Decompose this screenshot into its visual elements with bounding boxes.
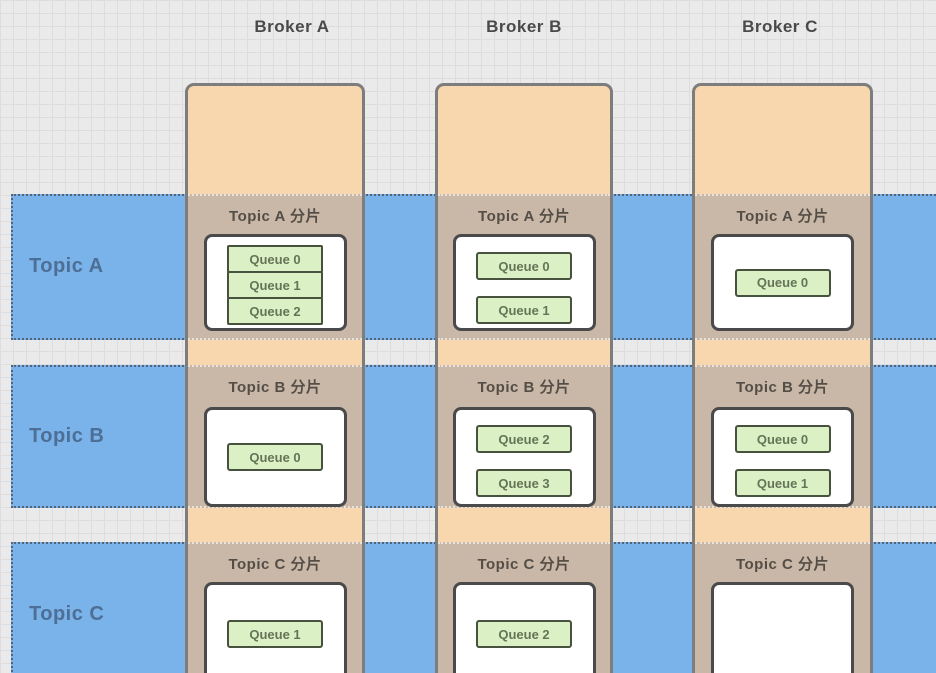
topic-a-label: Topic A [29,255,104,277]
queue-container: Queue 0 [203,407,347,507]
shard-label: Topic B 分片 [228,379,322,396]
queue-container: Queue 2 [452,582,596,673]
queue-box: Queue 1 [227,620,323,648]
queue-container: Queue 0 Queue 1 Queue 2 [203,234,347,331]
broker-b-header: Broker B [486,17,562,36]
queue-box: Queue 0 [734,268,831,297]
shard-label: Topic C 分片 [735,556,830,573]
broker-c-header: Broker C [742,17,818,36]
queue-container: Queue 0 [711,234,854,331]
shard-label: Topic A 分片 [229,208,321,225]
shard-cell-broker-c-topic-a: Topic A 分片 Queue 0 [695,194,870,340]
queue-box: Queue 0 [734,425,831,453]
shard-cell-broker-a-topic-a: Topic A 分片 Queue 0 Queue 1 Queue 2 [188,194,362,340]
queue-box: Queue 1 [476,296,572,324]
queue-box: Queue 2 [476,620,572,648]
queue-box: Queue 1 [734,469,831,497]
queue-container: Queue 1 [203,582,347,673]
shard-label: Topic B 分片 [477,379,571,396]
shard-cell-broker-b-topic-a: Topic A 分片 Queue 0 Queue 1 [438,194,610,340]
shard-label: Topic C 分片 [228,556,322,573]
queue-container: Queue 0 Queue 1 [711,407,854,507]
queue-box: Queue 2 [476,425,572,453]
shard-label: Topic A 分片 [478,208,570,225]
queue-box: Queue 0 [476,252,572,280]
queue-box: Queue 2 [227,297,323,325]
shard-cell-broker-b-topic-c: Topic C 分片 Queue 2 [438,542,610,673]
queue-box: Queue 0 [227,443,323,471]
topic-c-label: Topic C [29,603,105,625]
shard-label: Topic A 分片 [736,208,829,225]
broker-a-header: Broker A [254,17,330,36]
shard-cell-broker-c-topic-c: Topic C 分片 [695,542,870,673]
queue-box: Queue 1 [227,271,323,299]
queue-box: Queue 0 [227,245,323,273]
shard-label: Topic B 分片 [735,379,830,396]
queue-container: Queue 0 Queue 1 [452,234,596,331]
queue-container-empty [711,582,854,673]
topic-b-label: Topic B [29,424,105,447]
shard-cell-broker-b-topic-b: Topic B 分片 Queue 2 Queue 3 [438,365,610,508]
shard-cell-broker-a-topic-b: Topic B 分片 Queue 0 [188,365,362,508]
shard-label: Topic C 分片 [477,556,571,573]
queue-box: Queue 3 [476,469,572,497]
shard-cell-broker-c-topic-b: Topic B 分片 Queue 0 Queue 1 [695,365,870,508]
queue-container: Queue 2 Queue 3 [452,407,596,507]
shard-cell-broker-a-topic-c: Topic C 分片 Queue 1 [188,542,362,673]
